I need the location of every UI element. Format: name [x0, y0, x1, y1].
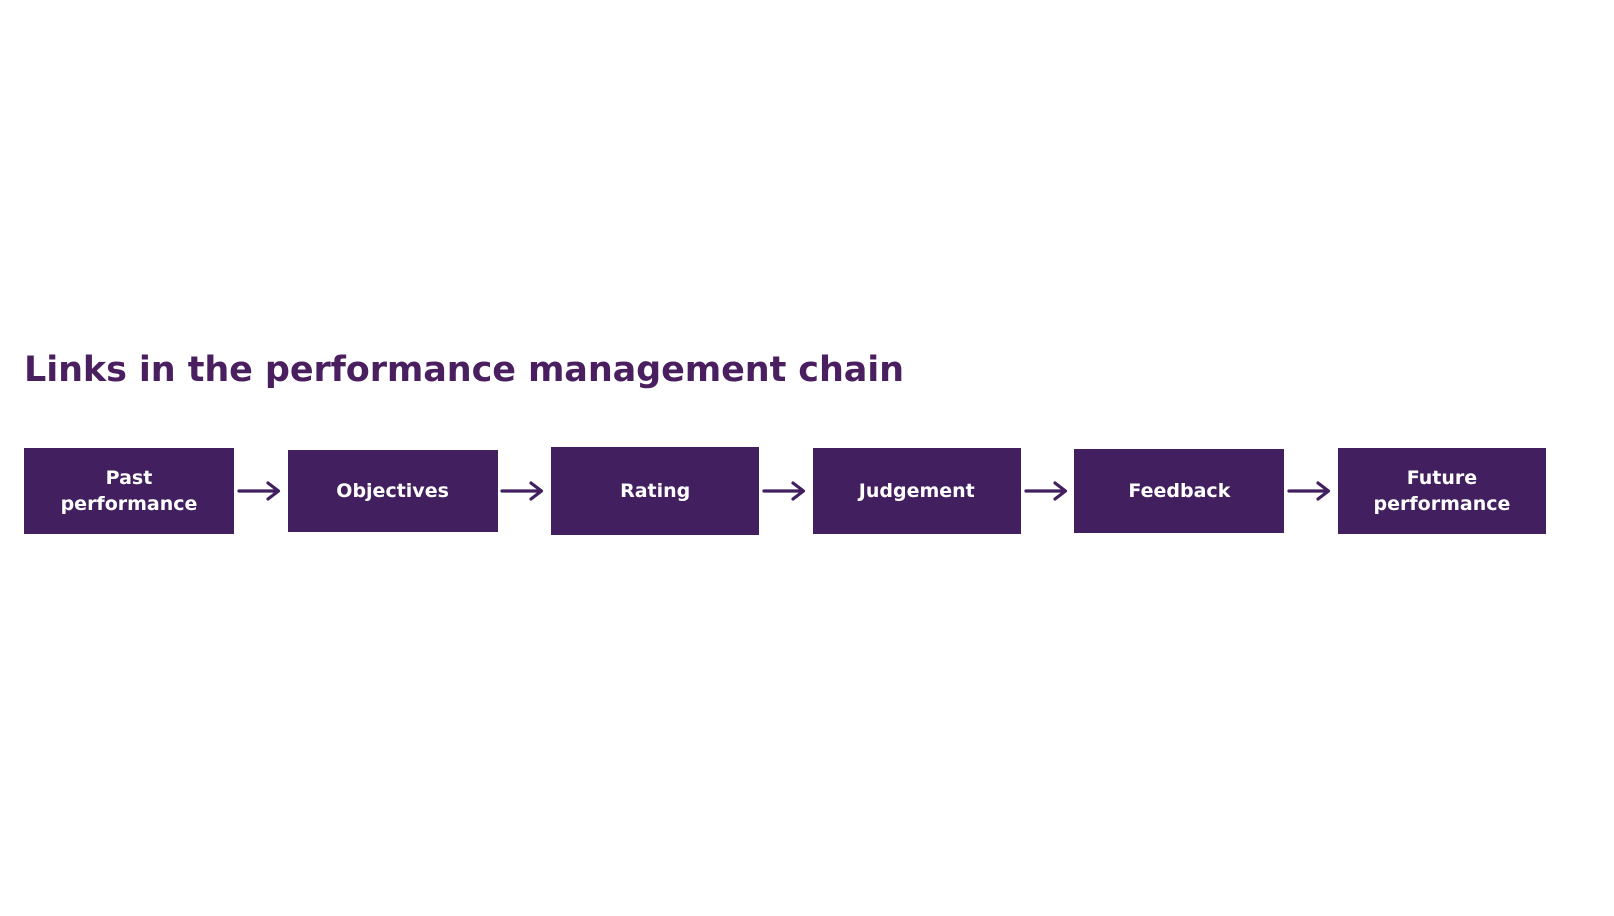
process-chain-row: Past performance Objectives Rating Judge…	[24, 447, 1546, 535]
chain-node-label: Future performance	[1373, 466, 1511, 515]
chain-node-label: Feedback	[1128, 479, 1231, 502]
chain-node-label: Judgement	[858, 479, 975, 502]
chain-node-rating[interactable]: Rating	[551, 447, 760, 535]
arrow-right-icon	[1021, 476, 1075, 506]
chain-node-judgement[interactable]: Judgement	[812, 448, 1021, 534]
arrow-right-icon	[234, 476, 288, 506]
arrow-right-icon	[759, 476, 813, 506]
diagram-title: Links in the performance management chai…	[24, 350, 904, 390]
arrow-right-icon	[498, 476, 552, 506]
chain-node-label: Past performance	[60, 466, 198, 515]
chain-node-past-performance[interactable]: Past performance	[24, 448, 234, 534]
chain-node-objectives[interactable]: Objectives	[287, 450, 498, 532]
chain-node-feedback[interactable]: Feedback	[1074, 449, 1285, 533]
chain-node-label: Rating	[620, 479, 691, 502]
arrow-right-icon	[1284, 476, 1338, 506]
chain-node-label: Objectives	[336, 479, 449, 502]
chain-node-future-performance[interactable]: Future performance	[1337, 448, 1546, 534]
